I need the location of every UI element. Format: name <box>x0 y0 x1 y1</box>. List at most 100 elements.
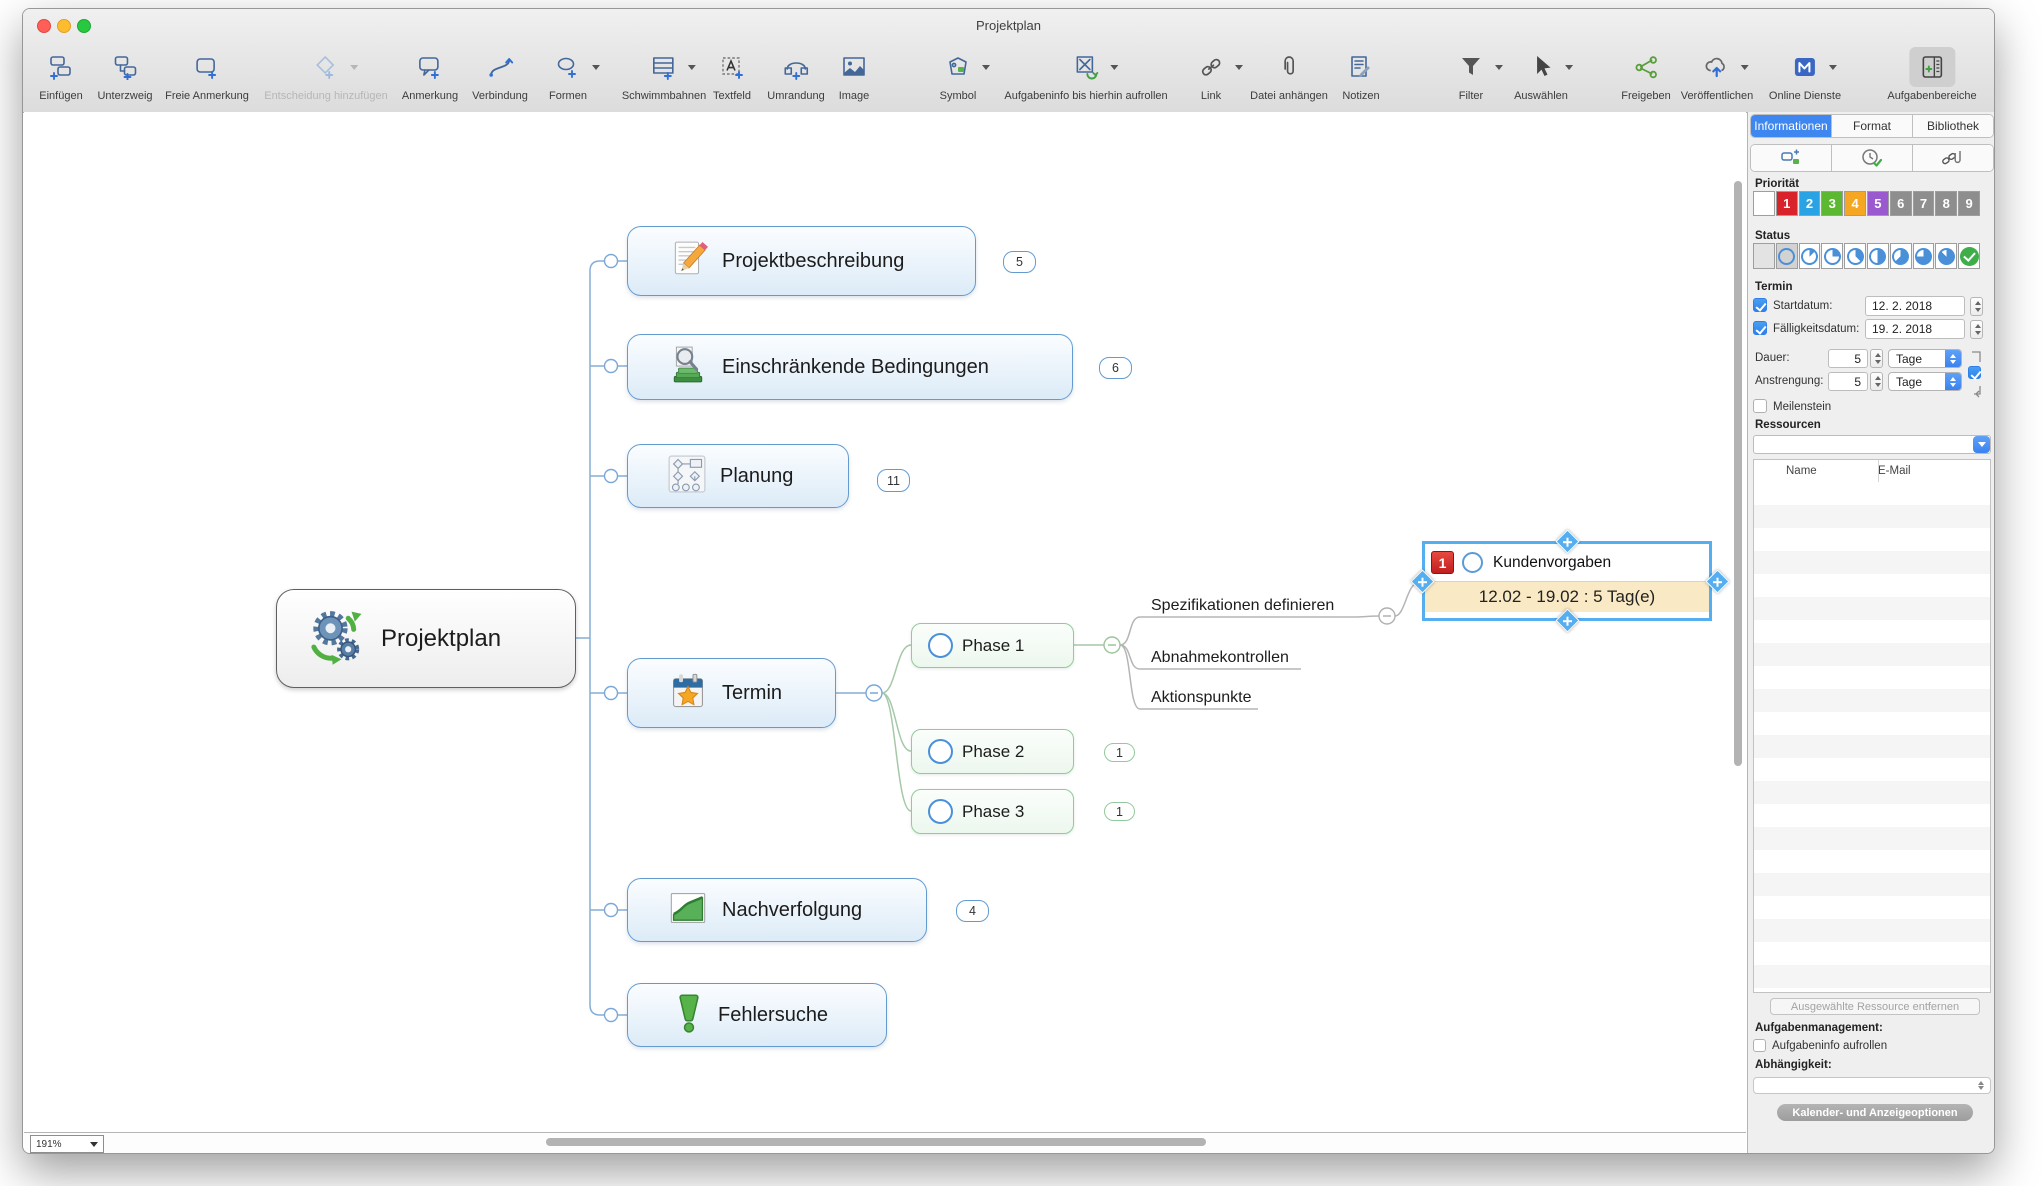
column-name[interactable]: Name <box>1786 465 1817 477</box>
toolbar-formen[interactable]: Formen <box>545 47 600 102</box>
column-email[interactable]: E-Mail <box>1878 465 1911 477</box>
subtab-schedule[interactable] <box>1832 145 1913 171</box>
ressourcen-table[interactable]: Name E-Mail <box>1753 459 1991 993</box>
dauer-unit-select[interactable]: Tage <box>1888 349 1962 368</box>
subtopic-count-badge[interactable]: 5 <box>1003 251 1036 273</box>
startdatum-stepper[interactable] <box>1970 297 1983 316</box>
status-done[interactable] <box>1958 243 1980 269</box>
priority-2[interactable]: 2 <box>1798 191 1821 216</box>
toolbar-verbindung[interactable]: Verbindung <box>472 47 528 102</box>
priority-4[interactable]: 4 <box>1844 191 1866 216</box>
node-termin[interactable]: Termin <box>627 658 836 728</box>
aufgabeninfo-aufrollen-checkbox[interactable] <box>1753 1039 1766 1052</box>
dauer-field[interactable]: 5 <box>1828 349 1868 368</box>
node-phase-2[interactable]: Phase 2 <box>911 729 1074 774</box>
toolbar-veroeffentlichen[interactable]: Veröffentlichen <box>1681 47 1753 102</box>
collapse-toggle-spezifikationen[interactable] <box>1378 607 1396 625</box>
status-37[interactable] <box>1844 243 1866 269</box>
faelligkeitsdatum-field[interactable]: 19. 2. 2018 <box>1865 319 1965 339</box>
node-aktionspunkte[interactable]: Aktionspunkte <box>1151 689 1252 706</box>
faelligkeitsdatum-stepper[interactable] <box>1970 320 1983 339</box>
subtopic-count-badge[interactable]: 6 <box>1099 357 1132 379</box>
subtopic-count-badge[interactable]: 11 <box>877 469 910 492</box>
toolbar-datei-anhaengen[interactable]: Datei anhängen <box>1250 47 1328 102</box>
node-kundenvorgaben-selected[interactable]: 1 Kundenvorgaben 12.02 - 19.02 : 5 Tag(e… <box>1410 529 1730 633</box>
status-circle-icon[interactable] <box>928 633 953 658</box>
canvas-vertical-scrollbar[interactable] <box>1734 181 1742 766</box>
toolbar-textfeld[interactable]: Textfeld <box>709 47 755 102</box>
status-50[interactable] <box>1866 243 1889 269</box>
zoom-level-select[interactable]: 191% <box>30 1135 104 1153</box>
faelligkeitsdatum-checkbox[interactable] <box>1753 321 1767 335</box>
subtopic-count-badge[interactable]: 1 <box>1104 743 1135 762</box>
remove-resource-button[interactable]: Ausgewählte Ressource entfernen <box>1770 998 1980 1015</box>
node-phase-3[interactable]: Phase 3 <box>911 789 1074 834</box>
subtab-task-symbol[interactable] <box>1751 145 1832 171</box>
toolbar-aufgabeninfo-aufrollen[interactable]: Aufgabeninfo bis hierhin aufrollen <box>1004 47 1168 102</box>
node-phase-1[interactable]: Phase 1 <box>911 623 1074 668</box>
toolbar-aufgabenbereiche[interactable]: Aufgabenbereiche <box>1887 47 1977 102</box>
tab-format[interactable]: Format <box>1832 115 1913 137</box>
node-abnahmekontrollen[interactable]: Abnahmekontrollen <box>1151 649 1289 666</box>
status-none[interactable] <box>1753 243 1775 269</box>
subtab-links-attachments[interactable] <box>1913 145 1993 171</box>
collapse-toggle-phase1[interactable] <box>1103 636 1121 654</box>
priority-9[interactable]: 9 <box>1958 191 1980 216</box>
startdatum-field[interactable]: 12. 2. 2018 <box>1865 296 1965 316</box>
toolbar-freigeben[interactable]: Freigeben <box>1621 47 1671 102</box>
toolbar-umrandung[interactable]: Umrandung <box>767 47 825 102</box>
close-window-button[interactable] <box>37 19 51 33</box>
canvas-horizontal-scrollbar[interactable] <box>546 1138 1206 1146</box>
link-duration-checkbox[interactable] <box>1968 366 1981 379</box>
priority-1[interactable]: 1 <box>1775 191 1798 216</box>
node-planung[interactable]: Planung <box>627 444 849 508</box>
status-62[interactable] <box>1889 243 1912 269</box>
subtopic-count-badge[interactable]: 4 <box>956 900 989 922</box>
priority-8[interactable]: 8 <box>1935 191 1958 216</box>
zoom-window-button[interactable] <box>77 19 91 33</box>
toolbar-link[interactable]: Link <box>1188 47 1243 102</box>
toolbar-anmerkung[interactable]: Anmerkung <box>402 47 458 102</box>
priority-6[interactable]: 6 <box>1889 191 1912 216</box>
node-spezifikationen-definieren[interactable]: Spezifikationen definieren <box>1151 597 1335 614</box>
minimize-window-button[interactable] <box>57 19 71 33</box>
collapse-toggle-termin[interactable] <box>865 684 883 702</box>
status-87[interactable] <box>1935 243 1958 269</box>
node-einschraenkende-bedingungen[interactable]: Einschränkende Bedingungen <box>627 334 1073 400</box>
toolbar-freie-anmerkung[interactable]: Freie Anmerkung <box>165 47 249 102</box>
priority-7[interactable]: 7 <box>1912 191 1935 216</box>
tab-informationen[interactable]: Informationen <box>1751 115 1832 137</box>
node-fehlersuche[interactable]: Fehlersuche <box>627 983 887 1047</box>
priority-3[interactable]: 3 <box>1821 191 1844 216</box>
node-projektbeschreibung[interactable]: Projektbeschreibung <box>627 226 976 296</box>
status-25[interactable] <box>1821 243 1844 269</box>
toolbar-auswaehlen[interactable]: Auswählen <box>1514 47 1573 102</box>
startdatum-checkbox[interactable] <box>1753 298 1767 312</box>
toolbar-notizen[interactable]: Notizen <box>1338 47 1384 102</box>
node-projektplan[interactable]: Projektplan <box>276 589 576 688</box>
dauer-stepper[interactable] <box>1870 349 1883 368</box>
toolbar-entscheidung-hinzufuegen[interactable]: Entscheidung hinzufügen <box>264 47 388 102</box>
status-0[interactable] <box>1775 243 1798 269</box>
status-75[interactable] <box>1912 243 1935 269</box>
anstrengung-field[interactable]: 5 <box>1828 372 1868 391</box>
map-canvas[interactable]: Projektplan Projektbeschreibung 5 Einsch… <box>24 112 1746 1132</box>
ressourcen-input[interactable] <box>1753 435 1991 454</box>
toolbar-image[interactable]: Image <box>831 47 877 102</box>
anstrengung-stepper[interactable] <box>1870 372 1883 391</box>
node-nachverfolgung[interactable]: Nachverfolgung <box>627 878 927 942</box>
kalender-anzeigeoptionen-button[interactable]: Kalender- und Anzeigeoptionen <box>1777 1104 1973 1121</box>
meilenstein-checkbox[interactable] <box>1753 399 1767 413</box>
status-circle-icon[interactable] <box>928 799 953 824</box>
toolbar-schwimmbahnen[interactable]: Schwimmbahnen <box>622 47 706 102</box>
subtopic-count-badge[interactable]: 1 <box>1104 802 1135 821</box>
priority-none[interactable] <box>1753 191 1775 216</box>
toolbar-filter[interactable]: Filter <box>1448 47 1503 102</box>
toolbar-unterzweig[interactable]: Unterzweig <box>97 47 153 102</box>
status-12[interactable] <box>1798 243 1821 269</box>
status-circle-icon[interactable] <box>928 739 953 764</box>
ressourcen-dropdown-button[interactable] <box>1973 436 1990 453</box>
toolbar-symbol[interactable]: Symbol <box>935 47 990 102</box>
toolbar-online-dienste[interactable]: Online Dienste <box>1769 47 1841 102</box>
priority-5[interactable]: 5 <box>1866 191 1889 216</box>
